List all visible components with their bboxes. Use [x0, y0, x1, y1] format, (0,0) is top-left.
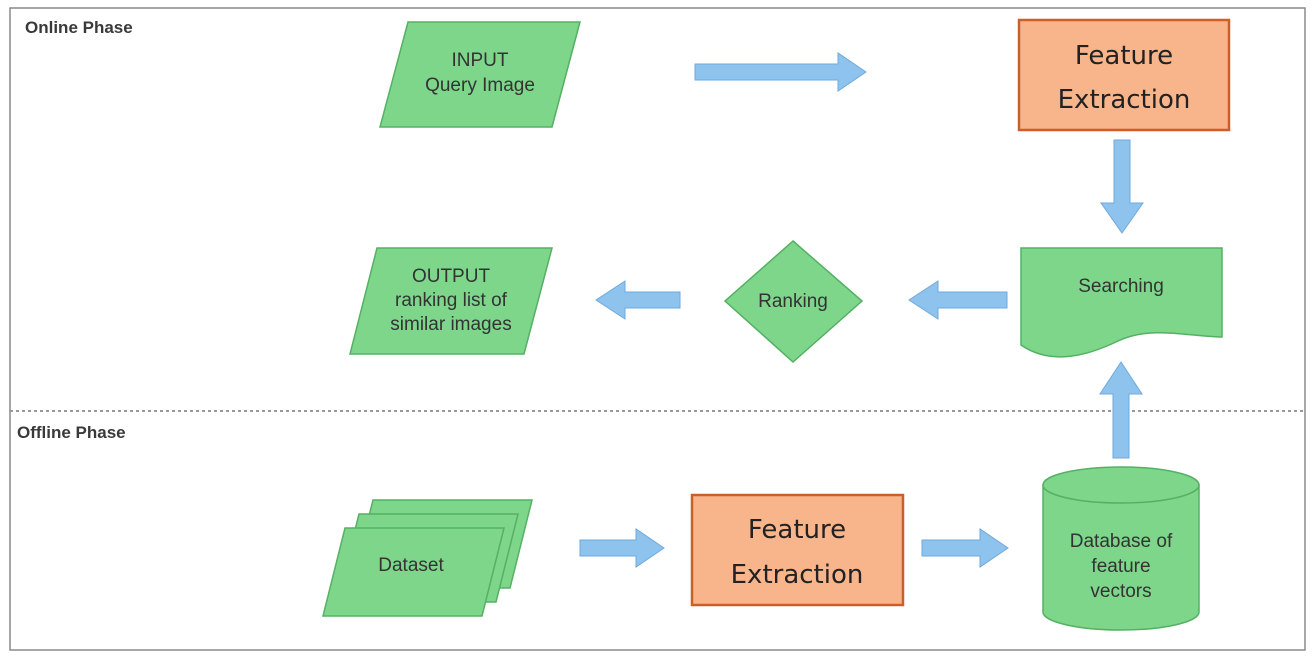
database-node: Database of feature vectors	[1042, 466, 1200, 631]
arrow-ranking-to-output	[595, 280, 681, 320]
arrow-input-to-feature-extraction	[694, 52, 867, 92]
diagram-frame	[9, 7, 1306, 651]
feature-extraction-online-label-1: Feature	[1075, 41, 1173, 71]
database-label-2: feature	[1091, 556, 1150, 577]
database-label-1: Database of	[1070, 531, 1173, 552]
arrow-database-to-searching	[1099, 361, 1143, 459]
output-sublabel-2: similar images	[390, 314, 511, 335]
arrow-feature-extraction-to-database	[921, 528, 1009, 568]
input-label: INPUT	[452, 50, 509, 71]
arrow-feature-extraction-to-searching	[1100, 139, 1144, 234]
feature-extraction-offline-label-1: Feature	[748, 515, 846, 545]
feature-extraction-offline-node: Feature Extraction	[690, 493, 905, 607]
ranking-label: Ranking	[758, 291, 828, 312]
feature-extraction-online-label-2: Extraction	[1058, 85, 1191, 115]
feature-extraction-offline-label-2: Extraction	[731, 560, 864, 590]
output-label: OUTPUT	[412, 266, 491, 287]
output-sublabel-1: ranking list of	[395, 290, 508, 311]
arrow-searching-to-ranking	[908, 280, 1008, 320]
dataset-label: Dataset	[378, 555, 444, 576]
database-label-3: vectors	[1090, 581, 1151, 602]
ranking-node: Ranking	[723, 240, 864, 364]
dataset-node: Dataset	[322, 499, 533, 617]
input-sublabel: Query Image	[425, 75, 535, 96]
searching-node: Searching	[1020, 247, 1223, 358]
offline-phase-label: Offline Phase	[17, 423, 126, 442]
output-node: OUTPUT ranking list of similar images	[349, 247, 553, 355]
input-node: INPUT Query Image	[379, 21, 581, 128]
arrow-dataset-to-feature-extraction	[579, 528, 665, 568]
feature-extraction-online-node: Feature Extraction	[1017, 18, 1231, 132]
searching-label: Searching	[1078, 276, 1164, 297]
online-phase-label: Online Phase	[25, 18, 133, 37]
